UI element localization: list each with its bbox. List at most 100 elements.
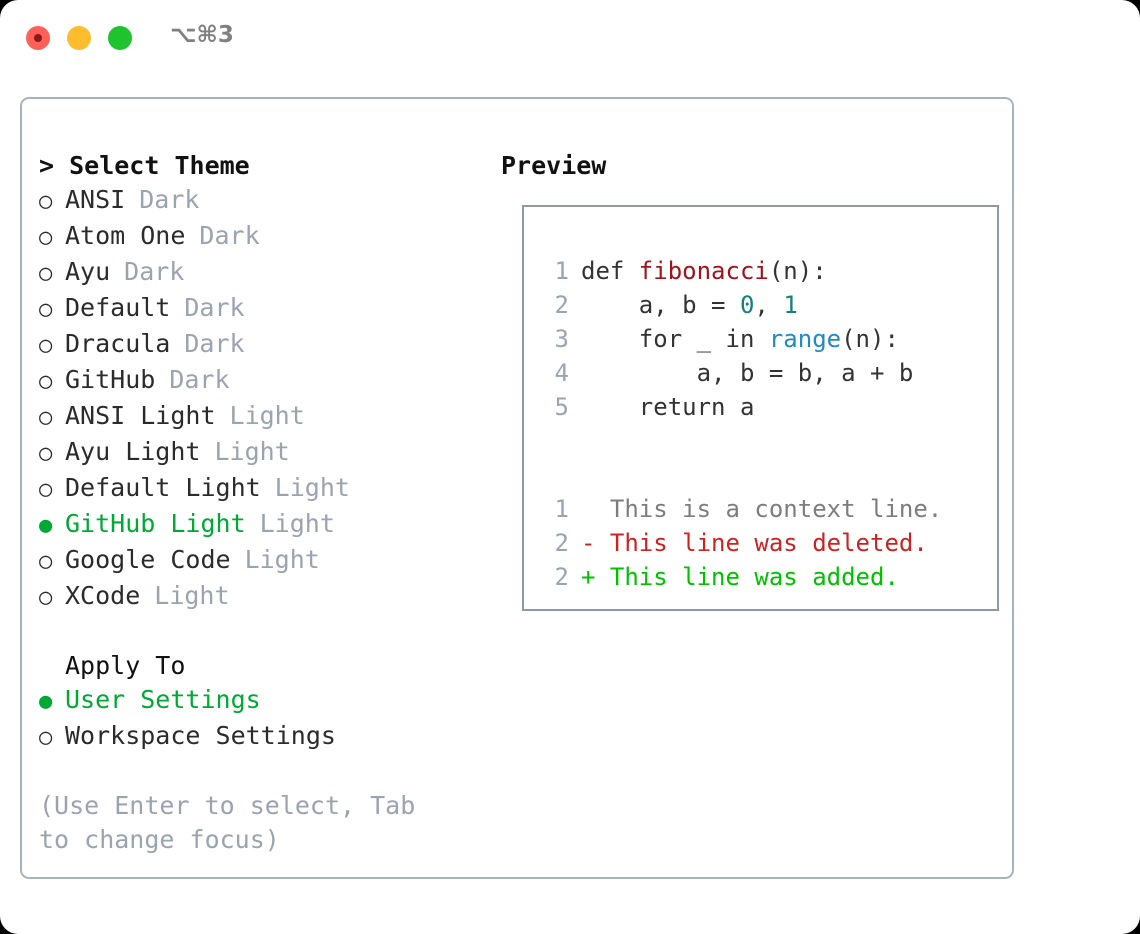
title-bar: ⌥⌘3 bbox=[0, 0, 1140, 78]
diff-marker bbox=[581, 492, 610, 526]
line-number: 2 bbox=[554, 563, 569, 591]
theme-option-ansi-dark[interactable]: ○ ANSI Dark bbox=[39, 183, 479, 219]
keyboard-hint-text: (Use Enter to select, Tab to change focu… bbox=[39, 791, 416, 854]
theme-variant: Light bbox=[259, 509, 335, 538]
code-token-builtin: range bbox=[768, 325, 842, 353]
diff-line-context: 1 This is a context line. bbox=[541, 492, 981, 526]
line-number: 2 bbox=[554, 529, 569, 557]
line-number: 3 bbox=[554, 325, 569, 353]
apply-to-option-workspace-settings[interactable]: ○ Workspace Settings bbox=[39, 719, 479, 755]
radio-selected-icon: ● bbox=[39, 513, 53, 538]
line-number: 2 bbox=[554, 291, 569, 319]
radio-icon: ○ bbox=[39, 369, 53, 394]
diff-text: This is a context line. bbox=[609, 495, 943, 523]
radio-icon: ○ bbox=[39, 189, 53, 214]
code-token-function: fibonacci bbox=[638, 257, 769, 285]
apply-to-option-user-settings[interactable]: ● User Settings bbox=[39, 683, 479, 719]
theme-variant: Dark bbox=[184, 329, 245, 358]
theme-name: XCode bbox=[65, 581, 141, 610]
radio-icon: ○ bbox=[39, 441, 53, 466]
theme-option-dracula-dark[interactable]: ○ Dracula Dark bbox=[39, 327, 479, 363]
apply-to-label: Workspace Settings bbox=[65, 721, 336, 750]
apply-to-label: User Settings bbox=[65, 685, 261, 714]
code-token: a, b = b, a + b bbox=[581, 359, 914, 387]
theme-option-github-dark[interactable]: ○ GitHub Dark bbox=[39, 363, 479, 399]
code-line: 2 a, b = 0, 1 bbox=[541, 288, 981, 322]
code-token-number: 1 bbox=[783, 291, 798, 319]
theme-name: GitHub Light bbox=[65, 509, 246, 538]
theme-name: Default Light bbox=[65, 473, 261, 502]
code-token: (n): bbox=[841, 325, 899, 353]
theme-variant: Light bbox=[274, 473, 350, 502]
code-spacer bbox=[541, 458, 981, 492]
radio-icon: ○ bbox=[39, 225, 53, 250]
theme-option-atom-one-dark[interactable]: ○ Atom One Dark bbox=[39, 219, 479, 255]
code-line: 3 for _ in range(n): bbox=[541, 322, 981, 356]
code-token: for _ in bbox=[581, 325, 769, 353]
code-text: return a bbox=[581, 390, 755, 424]
theme-name: ANSI bbox=[65, 185, 126, 214]
theme-name: Google Code bbox=[65, 545, 231, 574]
theme-variant: Dark bbox=[169, 365, 230, 394]
theme-variant: Light bbox=[214, 437, 290, 466]
theme-variant: Light bbox=[154, 581, 230, 610]
theme-name: Default bbox=[65, 293, 171, 322]
theme-list: ○ ANSI Dark ○ Atom One Dark ○ Ayu Dark bbox=[39, 183, 479, 615]
theme-name: ANSI Light bbox=[65, 401, 216, 430]
theme-variant: Dark bbox=[199, 221, 260, 250]
theme-option-default-dark[interactable]: ○ Default Dark bbox=[39, 291, 479, 327]
radio-icon: ○ bbox=[39, 297, 53, 322]
theme-option-google-code[interactable]: ○ Google Code Light bbox=[39, 543, 479, 579]
radio-icon: ○ bbox=[39, 405, 53, 430]
code-text: for _ in range(n): bbox=[581, 322, 899, 356]
select-theme-heading: > Select Theme bbox=[39, 151, 250, 180]
preview-heading: Preview bbox=[501, 151, 607, 180]
diff-text: This line was added. bbox=[609, 563, 899, 591]
diff-marker: + bbox=[581, 563, 610, 591]
theme-option-ansi-light[interactable]: ○ ANSI Light Light bbox=[39, 399, 479, 435]
theme-option-default-light[interactable]: ○ Default Light Light bbox=[39, 471, 479, 507]
minimize-window-button[interactable] bbox=[67, 26, 91, 50]
theme-name: Ayu Light bbox=[65, 437, 201, 466]
diff-line-deleted: 2 - This line was deleted. bbox=[541, 526, 981, 560]
radio-icon: ○ bbox=[39, 585, 53, 610]
code-token: def bbox=[581, 257, 639, 285]
theme-variant: Dark bbox=[139, 185, 200, 214]
radio-icon: ○ bbox=[39, 333, 53, 358]
code-token: (n): bbox=[768, 257, 827, 285]
code-token: a, b = bbox=[581, 291, 740, 319]
line-number: 4 bbox=[554, 359, 569, 387]
code-spacer bbox=[541, 424, 981, 458]
theme-option-ayu-dark[interactable]: ○ Ayu Dark bbox=[39, 255, 479, 291]
apply-to-heading: Apply To bbox=[65, 651, 186, 680]
code-text: def fibonacci(n): bbox=[581, 254, 827, 288]
theme-option-xcode[interactable]: ○ XCode Light bbox=[39, 579, 479, 615]
code-line: 4 a, b = b, a + b bbox=[541, 356, 981, 390]
apply-to-section: Apply To ● User Settings ○ Workspace Set… bbox=[39, 649, 479, 755]
radio-selected-icon: ● bbox=[39, 689, 53, 714]
radio-icon: ○ bbox=[39, 725, 53, 750]
close-window-button[interactable] bbox=[26, 26, 50, 50]
line-number: 1 bbox=[554, 257, 569, 285]
theme-name: Ayu bbox=[65, 257, 111, 286]
code-line: 1 def fibonacci(n): bbox=[541, 254, 981, 288]
theme-option-github-light[interactable]: ● GitHub Light Light bbox=[39, 507, 479, 543]
keyboard-shortcut-label: ⌥⌘3 bbox=[170, 22, 234, 48]
maximize-window-button[interactable] bbox=[108, 26, 132, 50]
theme-variant: Light bbox=[229, 401, 305, 430]
code-text: a, b = b, a + b bbox=[581, 356, 914, 390]
code-text: a, b = 0, 1 bbox=[581, 288, 798, 322]
code-token-number: 0 bbox=[739, 291, 755, 319]
line-number: 5 bbox=[554, 393, 569, 421]
theme-variant: Dark bbox=[184, 293, 245, 322]
code-token: return a bbox=[581, 393, 755, 421]
code-line: 5 return a bbox=[541, 390, 981, 424]
theme-name: Atom One bbox=[65, 221, 186, 250]
diff-text: This line was deleted. bbox=[609, 529, 928, 557]
theme-name: GitHub bbox=[65, 365, 156, 394]
traffic-light-group bbox=[26, 26, 132, 50]
line-number: 1 bbox=[554, 495, 569, 523]
code-token: , bbox=[754, 291, 784, 319]
theme-option-ayu-light[interactable]: ○ Ayu Light Light bbox=[39, 435, 479, 471]
